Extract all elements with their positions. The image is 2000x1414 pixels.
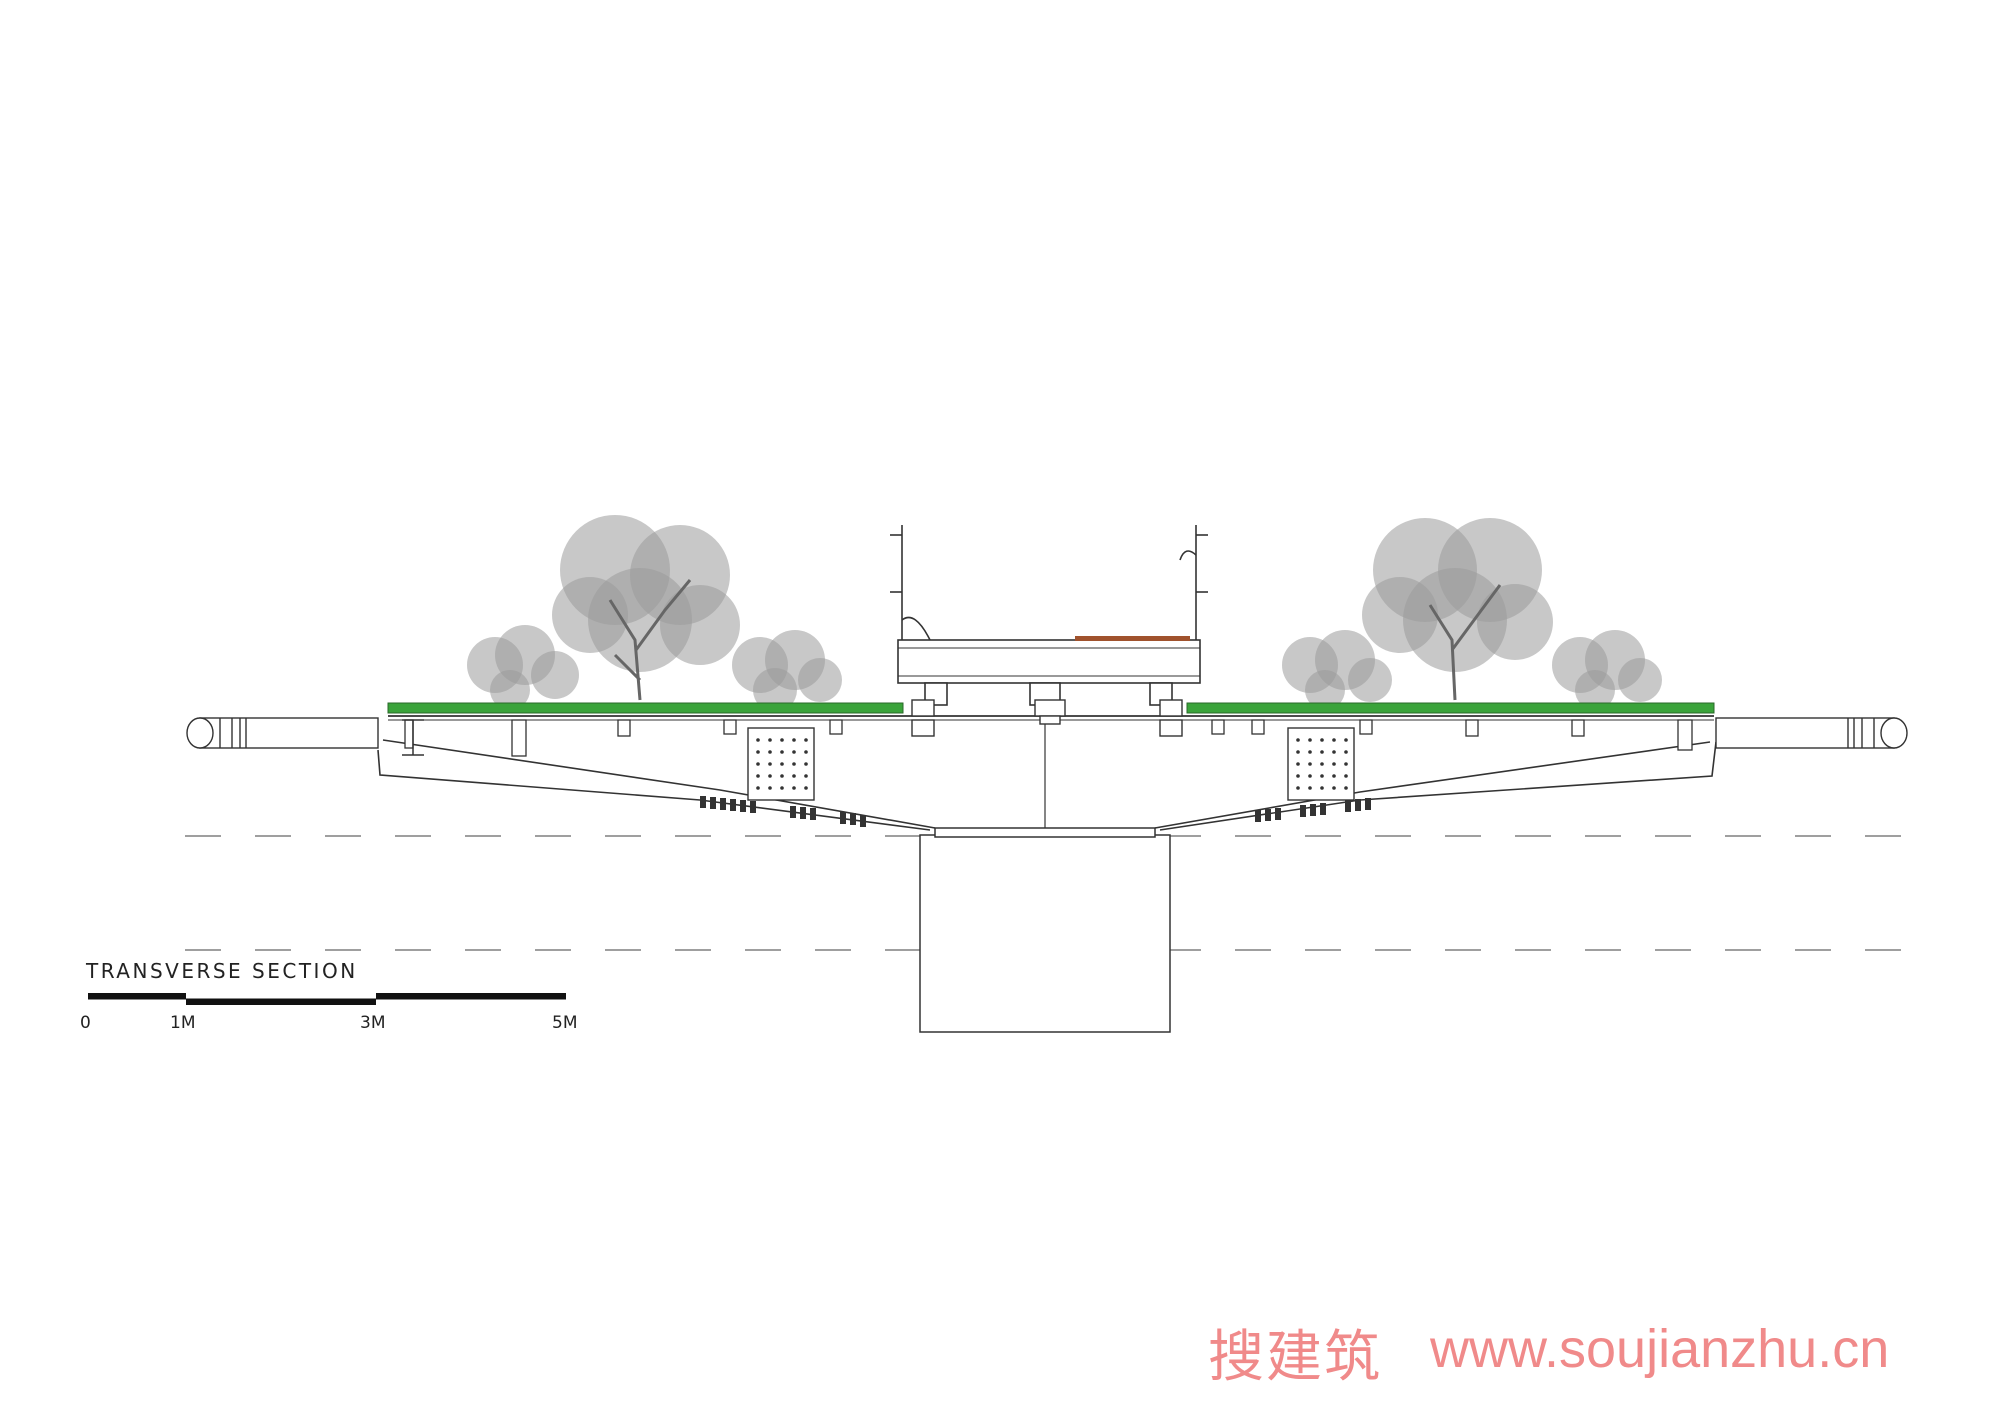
tree-left-large [552,515,740,701]
scale-bar [88,993,566,1005]
scale-label-0: 0 [80,1013,91,1033]
gusset-plates [747,727,1355,801]
i-beam-left [402,719,424,756]
gusset-bolts [756,738,1348,790]
shrub-left-2 [732,630,842,712]
scale-label-5m: 5M [552,1013,577,1033]
walkway-deck-accent [1075,636,1190,641]
drawing-title: TRANSVERSE SECTION [85,959,358,983]
watermark-chinese: 搜建筑 [1208,1325,1382,1390]
edge-tube-left [186,717,379,749]
pier-column [919,827,1171,1033]
tree-right-large [1362,518,1553,701]
walkway-railing-left [890,525,931,641]
watermark-url: www.soujianzhu.cn [1430,1319,1890,1379]
scale-label-1m: 1M [170,1013,195,1033]
scale-label-3m: 3M [360,1013,385,1033]
deck-brackets [404,719,1693,757]
central-walkway [897,639,1201,706]
tension-cables [377,717,1717,831]
shrub-left-1 [467,625,579,710]
walkway-railing-right [1179,525,1208,640]
deck-bearings [911,699,1183,737]
shrub-right-2 [1552,630,1662,710]
shrub-right-1 [1282,630,1392,710]
edge-tube-right [1715,717,1908,749]
cable-clamps [700,796,1371,827]
